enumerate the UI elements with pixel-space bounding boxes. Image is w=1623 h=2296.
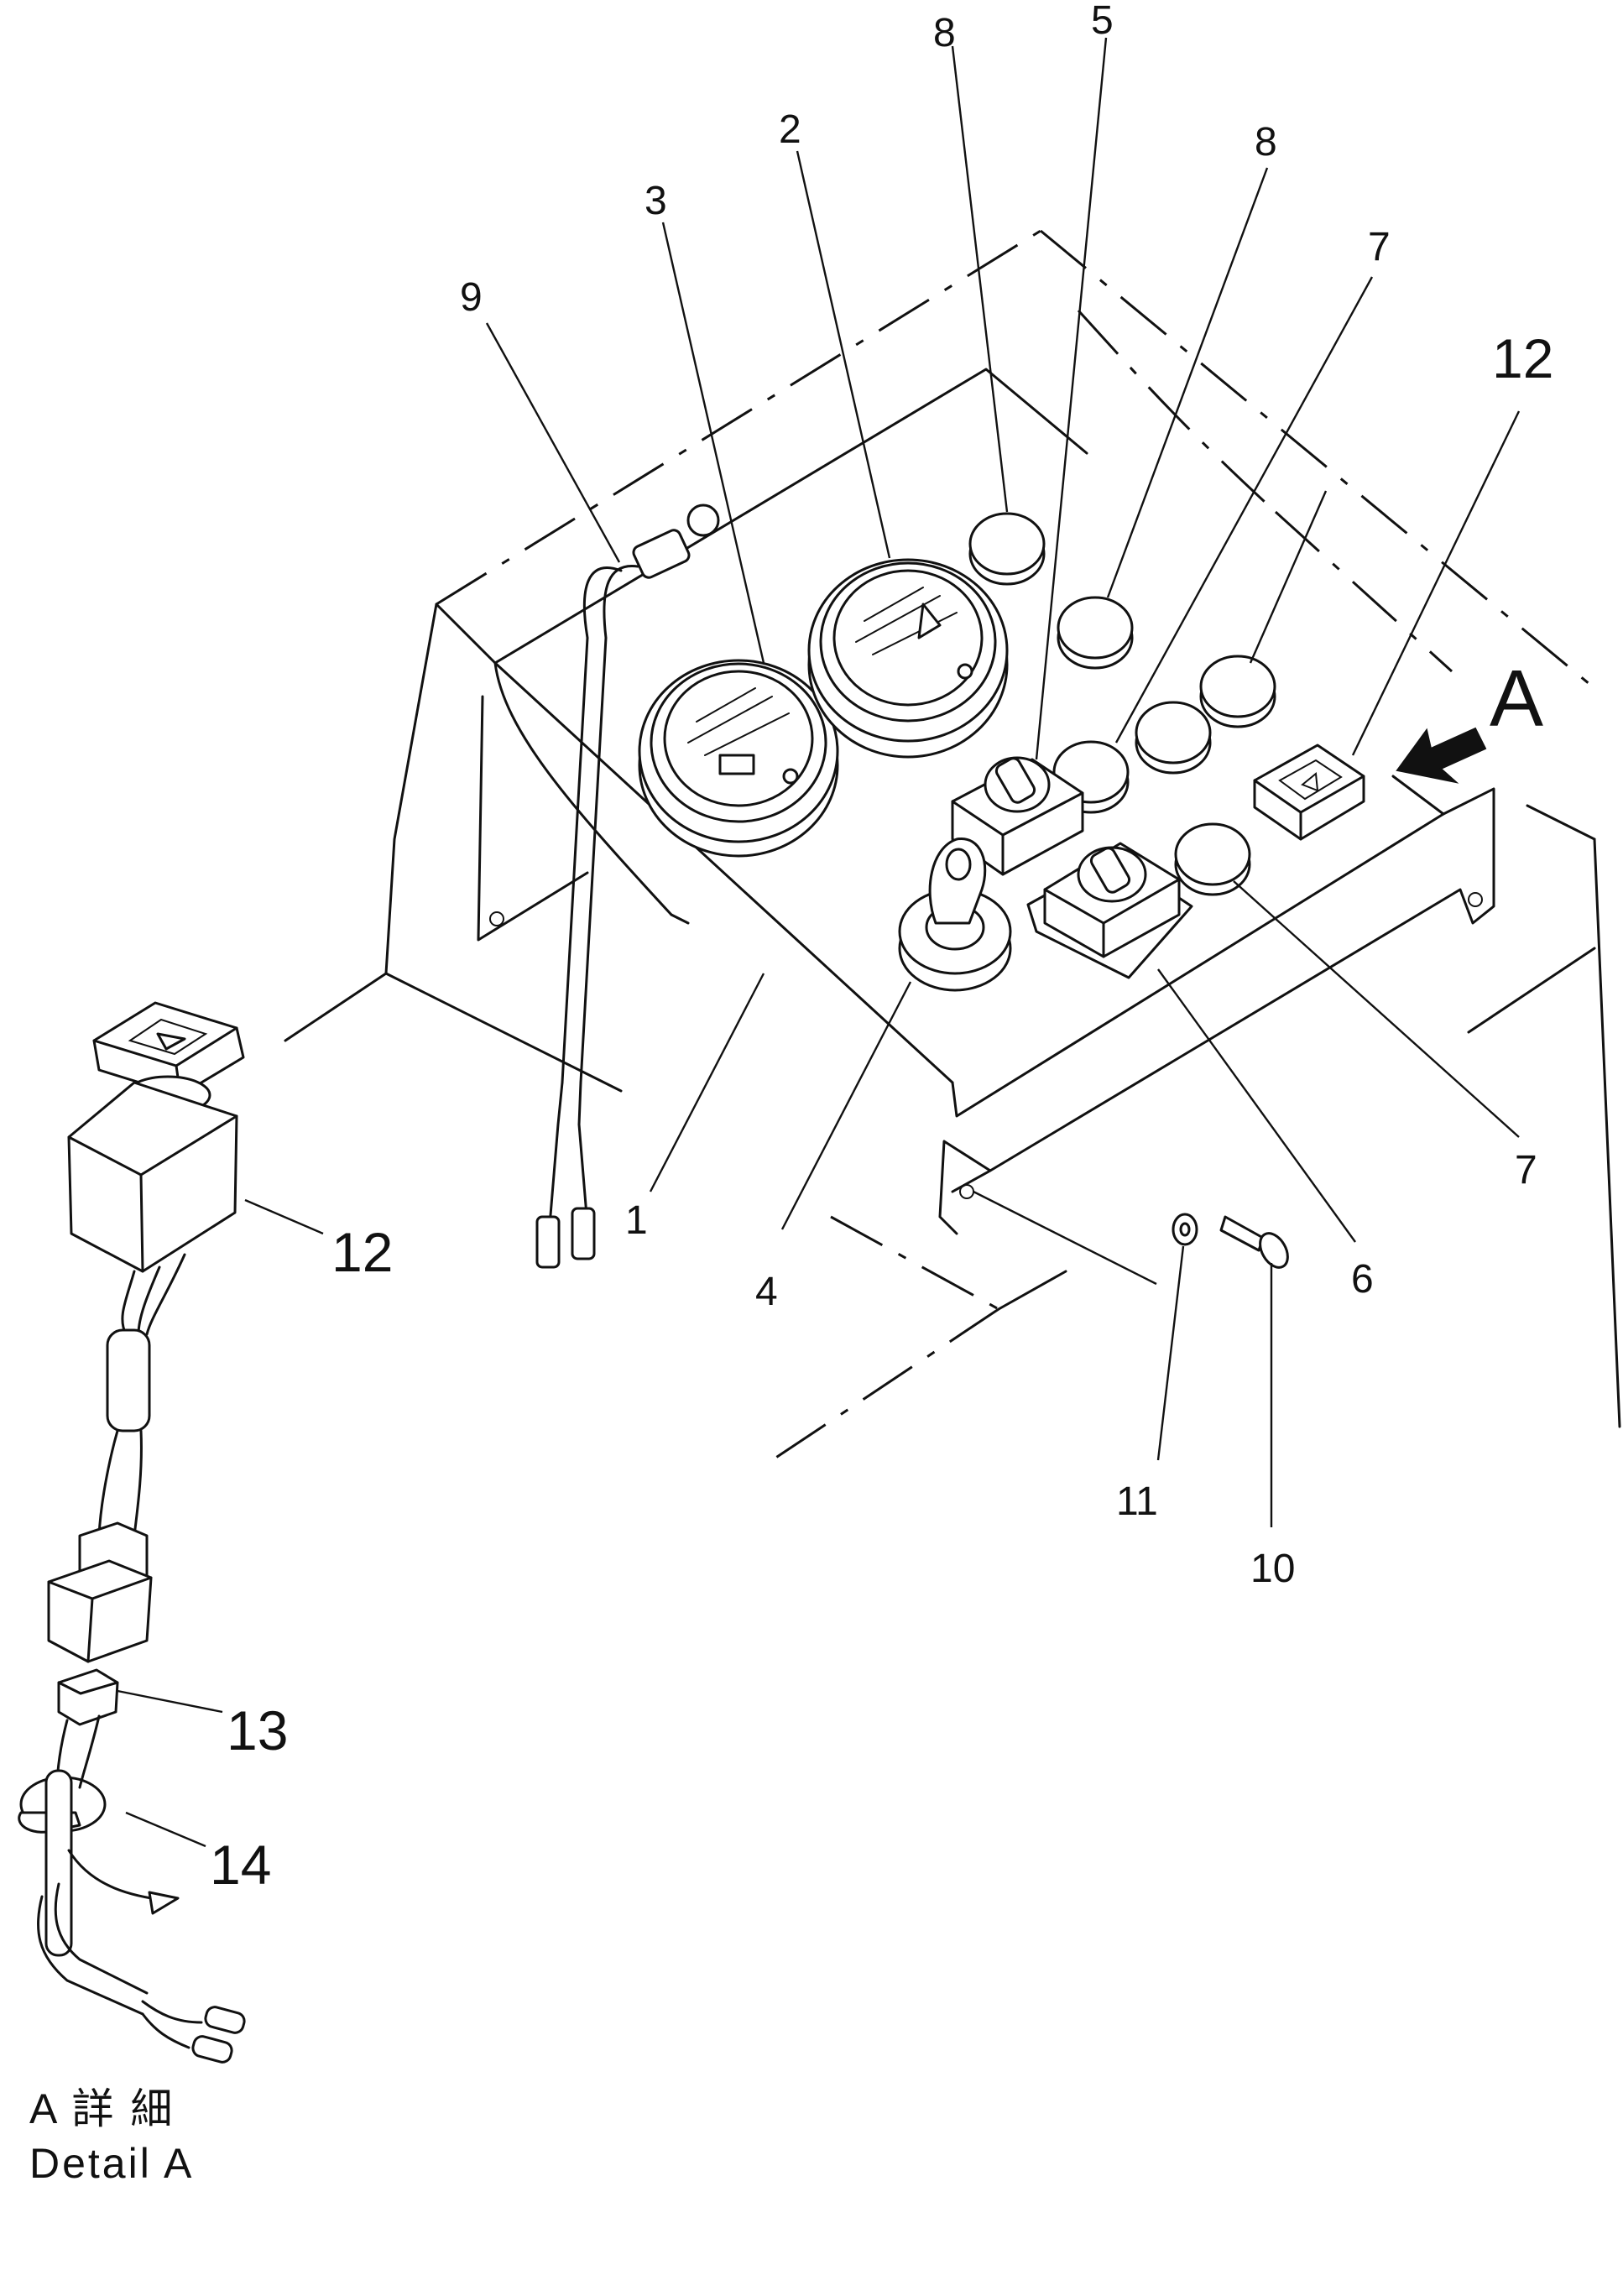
rotary-switch-5 (951, 756, 1084, 876)
detail-a-hazard-switch (18, 1001, 246, 2064)
callout-11: 11 (1116, 1479, 1158, 1524)
view-arrow-a (1396, 727, 1487, 784)
lamp-8-lower (1057, 596, 1134, 670)
callout-5: 5 (1091, 0, 1114, 43)
callout-6: 6 (1351, 1257, 1374, 1302)
cable-harness-9 (535, 504, 720, 1269)
rotary-switch-6 (1026, 842, 1193, 979)
callout-7-upper: 7 (1368, 225, 1391, 269)
detail-caption-japanese: A 詳 細 (29, 2085, 175, 2132)
callout-12-panel: 12 (1492, 327, 1553, 389)
callout-4: 4 (755, 1270, 778, 1314)
callout-3: 3 (645, 179, 667, 223)
callout-8-left: 8 (933, 11, 956, 55)
detail-caption-english: Detail A (29, 2140, 194, 2187)
gauge-2 (807, 558, 1009, 759)
key-switch-4 (898, 838, 1012, 992)
detail-caption: A 詳 細 Detail A (29, 2085, 194, 2187)
indicator-lamps (968, 512, 1276, 896)
callout-14: 14 (210, 1834, 271, 1896)
lamp-7-upper-right (1199, 655, 1276, 728)
bolt-10 (1219, 1215, 1289, 1269)
callout-1: 1 (625, 1198, 648, 1243)
callout-numbers: 1 2 3 4 5 6 7 7 8 8 9 10 11 12 12 13 14 … (210, 0, 1553, 1896)
callout-8-right: 8 (1255, 120, 1277, 164)
view-marker-a: A (1490, 654, 1543, 744)
leader-lines (117, 37, 1521, 1848)
callout-7-lower: 7 (1515, 1148, 1537, 1192)
lamp-7-lower (1174, 822, 1251, 896)
callout-2: 2 (779, 107, 801, 152)
gauge-3 (638, 659, 839, 858)
callout-13: 13 (227, 1699, 288, 1761)
callout-12-detail: 12 (331, 1221, 393, 1283)
callout-9: 9 (460, 275, 483, 320)
washer-11 (1172, 1213, 1198, 1246)
lamp-8-upper (968, 512, 1046, 586)
lamp-7-upper-left (1135, 701, 1212, 775)
callout-10: 10 (1250, 1547, 1295, 1591)
hazard-switch-12-installed (1253, 744, 1365, 841)
